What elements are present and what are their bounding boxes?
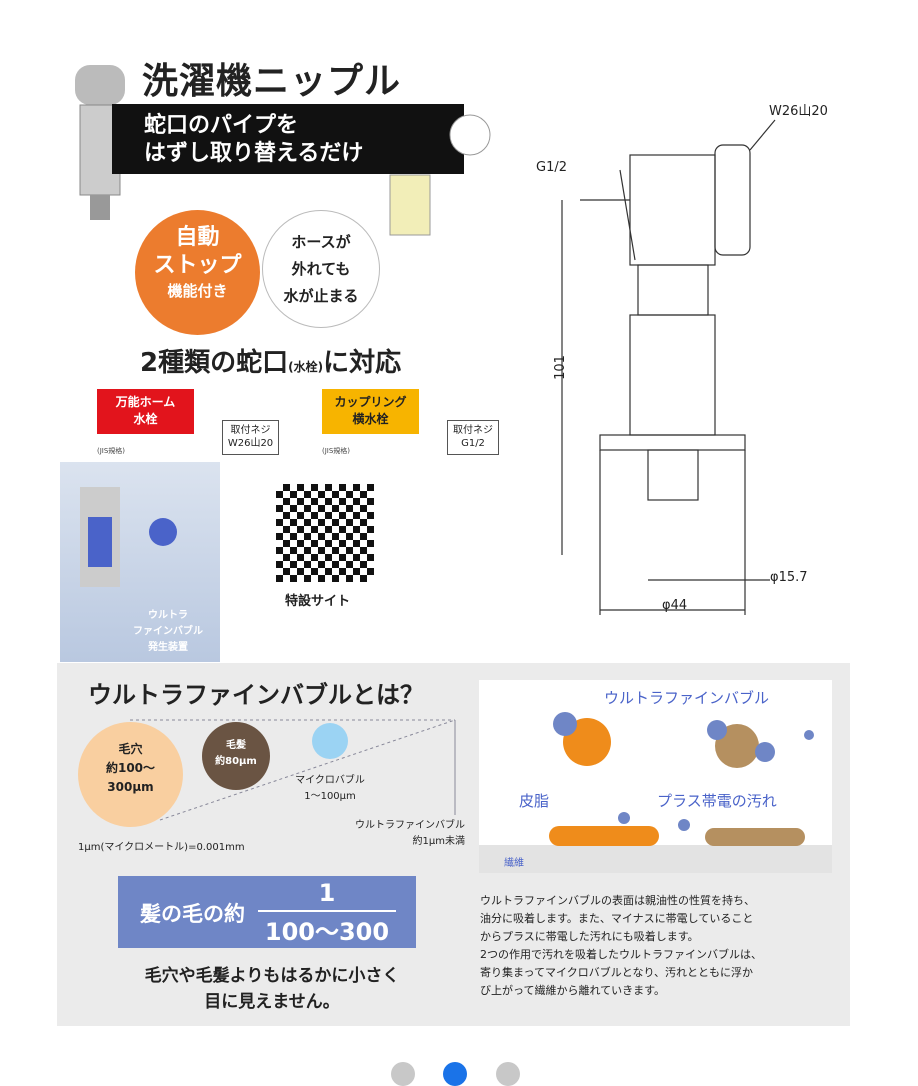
diag-plus-dirt-label: プラス帯電の汚れ [657,792,777,810]
dim-w26: W26山20 [769,104,828,119]
unit-note: 1μm(マイクロメートル)=0.001mm [78,842,245,853]
diag-fiber-label: 繊維 [504,858,524,869]
hose-stop-badge: ホースが外れても水が止まる [262,210,380,328]
microbubble-circle [312,723,348,759]
diag-bubble-label: ウルトラファインバブル [604,689,770,707]
hair-circle: 毛髪約80μm [202,722,270,790]
pore-circle: 毛穴約100〜300μm [78,722,183,827]
dim-inner: φ15.7 [770,570,808,585]
carousel-dot-2-active[interactable] [443,1062,467,1086]
adsorption-diagram: ウルトラファインバブル 皮脂 プラス帯電の汚れ 繊維 [479,680,832,873]
faucet-type-1: 万能ホーム水栓 [97,389,194,434]
invisible-note: 毛穴や毛髪よりもはるかに小さく目に見えません。 [144,966,400,1012]
carousel-dot-3[interactable] [496,1062,520,1086]
ufb-title: ウルトラファインバブルとは？ [88,681,424,709]
product-title: 洗濯機ニップル [142,61,402,102]
faucet-type-2: カップリング横水栓 [322,389,419,434]
dim-g12: G1/2 [536,160,567,175]
dim-outer: φ44 [662,598,688,613]
bubble-device-panel: ウルトラファインバブル発生装置 [60,462,220,662]
qr-label: 特設サイト [285,594,351,609]
qr-code[interactable] [276,484,374,582]
carousel-dot-1[interactable] [391,1062,415,1086]
scale-lines [130,719,456,821]
faucet-1-note: (JIS規格) [97,447,126,455]
faucet-illustration [389,114,491,236]
auto-stop-badge: 自動ストップ機能付き [135,210,260,335]
install-banner: 蛇口のパイプをはずし取り替えるだけ [112,104,464,174]
ufb-description: ウルトラファインバブルの表面は親油性の性質を持ち、油分に吸着します。また、マイナ… [480,894,762,997]
ultrafine-label: ウルトラファインバブル約1μm未満 [355,820,465,847]
dimension-drawing [561,119,776,615]
faucet-support-heading: 2種類の蛇口(水栓)に対応 [140,348,402,378]
faucet-2-note: (JIS規格) [322,447,351,455]
dim-height: 101 [552,355,568,380]
diag-sebum-label: 皮脂 [519,792,550,810]
